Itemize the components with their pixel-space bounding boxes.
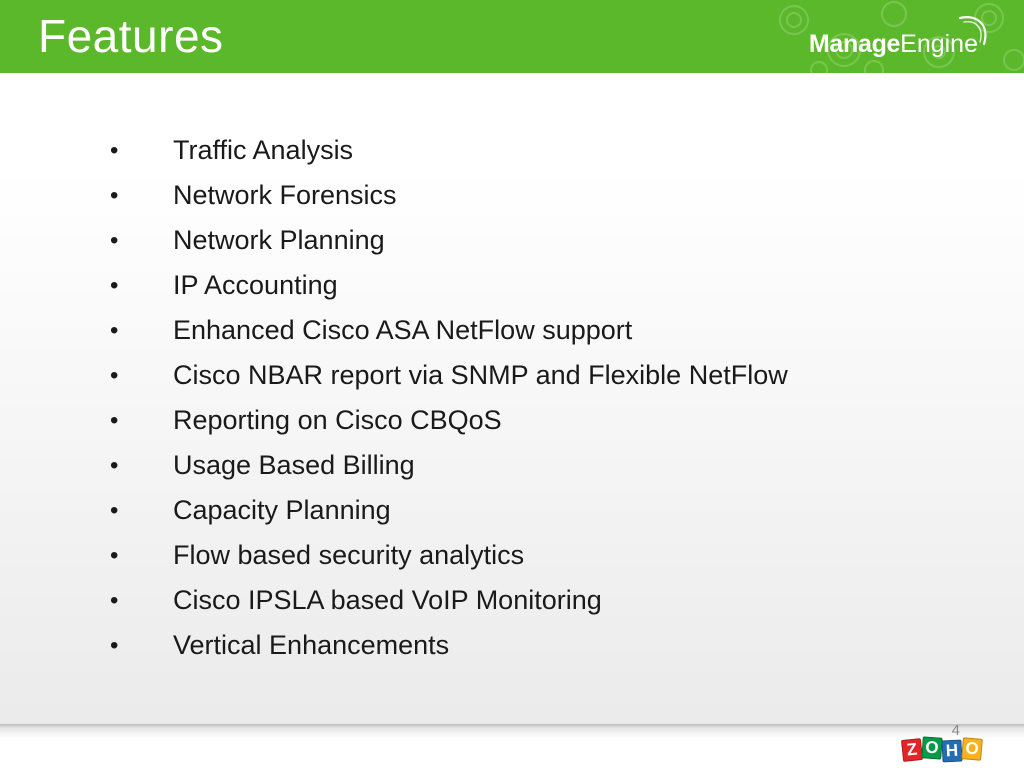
bullet-icon: • xyxy=(110,182,119,209)
zoho-letter-tile: H xyxy=(941,739,963,763)
bullet-icon: • xyxy=(110,137,119,164)
feature-label: Flow based security analytics xyxy=(173,540,525,570)
feature-label: Network Forensics xyxy=(173,180,397,210)
feature-label: Capacity Planning xyxy=(173,495,391,525)
zoho-letter-tile: O xyxy=(961,737,983,761)
feature-label: Vertical Enhancements xyxy=(173,630,450,660)
zoho-letter-tile: O xyxy=(921,736,943,760)
bullet-icon: • xyxy=(110,362,119,389)
header-bar: Features ManageEngine xyxy=(0,0,1024,73)
bullet-icon: • xyxy=(110,452,119,479)
bullet-icon: • xyxy=(110,497,119,524)
zoho-letter-tile: Z xyxy=(900,738,924,762)
footer-band xyxy=(0,724,1024,768)
brand-name-light: Engine xyxy=(900,30,978,58)
feature-label: Usage Based Billing xyxy=(173,450,415,480)
feature-label: Enhanced Cisco ASA NetFlow support xyxy=(173,315,633,345)
feature-label: Cisco IPSLA based VoIP Monitoring xyxy=(173,585,602,615)
bullet-icon: • xyxy=(110,317,119,344)
bullet-icon: • xyxy=(110,227,119,254)
bullet-icon: • xyxy=(110,407,119,434)
bullet-icon: • xyxy=(110,632,119,659)
slide-title: Features xyxy=(38,10,224,62)
feature-label: Cisco NBAR report via SNMP and Flexible … xyxy=(173,360,788,390)
feature-label: Traffic Analysis xyxy=(173,135,354,165)
page-number: 4 xyxy=(951,722,960,739)
feature-label: Network Planning xyxy=(173,225,385,255)
bullet-icon: • xyxy=(110,542,119,569)
header-pattern-decoration xyxy=(779,1,1024,73)
feature-label: Reporting on Cisco CBQoS xyxy=(173,405,502,435)
feature-label: IP Accounting xyxy=(173,270,338,300)
bullet-icon: • xyxy=(110,587,119,614)
swoosh-icon xyxy=(958,16,987,46)
bullet-icon: • xyxy=(110,272,119,299)
brand-name-bold: Manage xyxy=(808,30,901,58)
brand-wordmark: ManageEngine xyxy=(809,30,978,59)
